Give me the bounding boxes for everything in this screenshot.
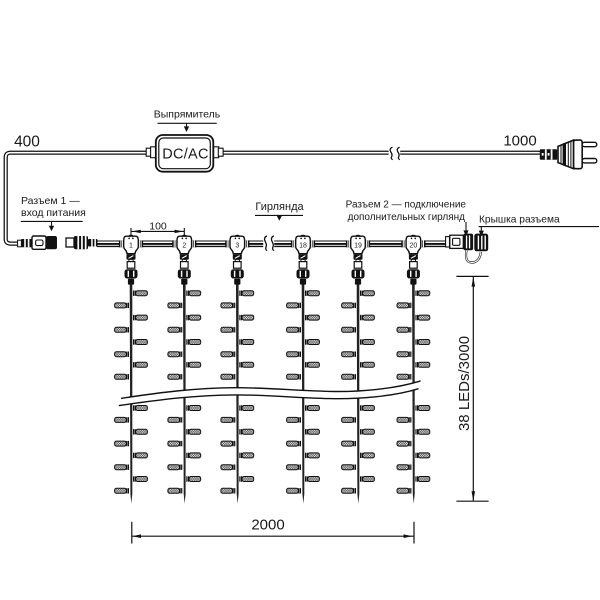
svg-text:400: 400 (14, 134, 40, 151)
svg-text:1: 1 (129, 242, 133, 249)
svg-text:DC/AC: DC/AC (162, 146, 209, 162)
svg-text:2000: 2000 (251, 517, 284, 534)
svg-text:Разъем 2 — подключение: Разъем 2 — подключение (346, 200, 467, 211)
svg-text:Крышка разъема: Крышка разъема (479, 215, 560, 226)
svg-text:38 LEDs/3000: 38 LEDs/3000 (456, 336, 473, 431)
svg-text:вход питания: вход питания (21, 207, 86, 219)
svg-text:19: 19 (354, 242, 362, 249)
svg-text:Выпрямитель: Выпрямитель (154, 109, 221, 121)
svg-text:Гирлянда: Гирлянда (255, 201, 304, 213)
svg-text:1000: 1000 (503, 133, 536, 150)
svg-text:18: 18 (299, 242, 307, 249)
svg-text:Разъем 1 —: Разъем 1 — (21, 195, 80, 207)
svg-text:100: 100 (149, 220, 167, 232)
svg-text:2: 2 (182, 242, 186, 249)
svg-text:20: 20 (410, 242, 418, 249)
svg-text:дополнительных гирлянд: дополнительных гирлянд (348, 212, 466, 223)
svg-text:3: 3 (235, 242, 239, 249)
